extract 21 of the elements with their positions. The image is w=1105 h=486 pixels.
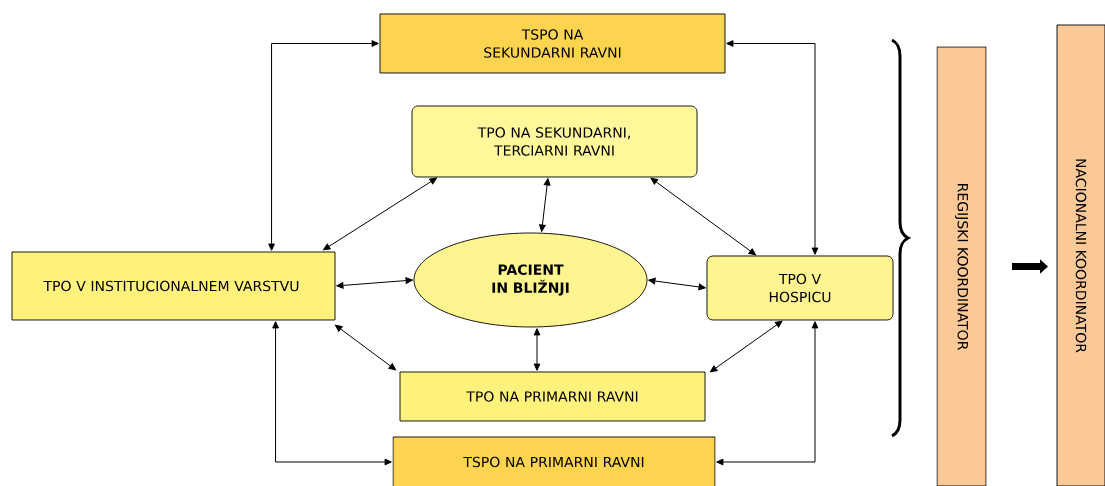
process-box: TPO V INSTITUCIONALNEM VARSTVU: [11, 251, 336, 321]
double-arrow: [334, 324, 397, 371]
process-box: TPO NA SEKUNDARNI, TERCIARNI RAVNI: [411, 105, 698, 178]
double-arrow: [648, 277, 706, 291]
double-arrow: [272, 321, 392, 466]
double-arrow: [323, 177, 437, 251]
vertical-box: NACIONALNI KOORDINATOR: [1056, 24, 1105, 486]
process-box: TSPO NA SEKUNDARNI RAVNI: [379, 13, 726, 74]
process-box: TSPO NA PRIMARNI RAVNI: [392, 436, 716, 486]
double-arrow: [726, 40, 819, 255]
double-arrow: [650, 177, 757, 256]
double-arrow: [539, 178, 551, 232]
double-arrow: [533, 328, 541, 371]
ellipse-node: PACIENT IN BLIŽNJI: [413, 232, 648, 328]
double-arrow: [710, 320, 783, 373]
vertical-box: REGIJSKI KOORDINATOR: [936, 46, 987, 486]
double-arrow: [268, 40, 379, 251]
double-arrow: [716, 321, 819, 466]
process-box: TPO NA PRIMARNI RAVNI: [399, 371, 706, 422]
process-box: TPO V HOSPICU: [706, 255, 894, 321]
double-arrow: [336, 277, 413, 289]
